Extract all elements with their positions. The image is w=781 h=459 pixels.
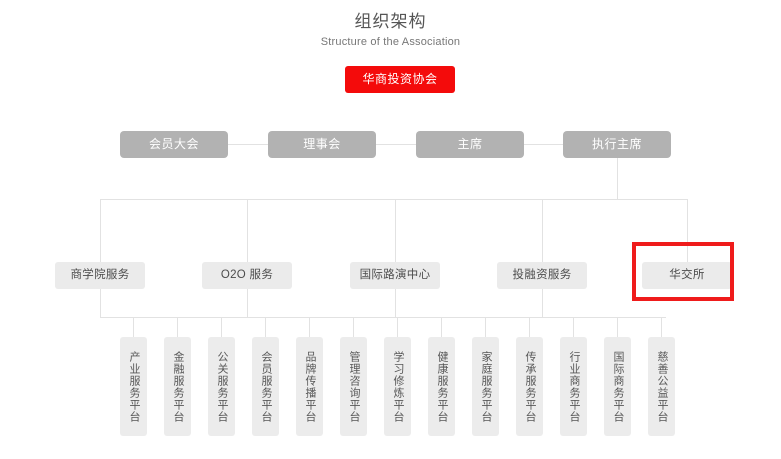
org-node-level2-2[interactable]: 主席 xyxy=(416,131,524,158)
connector-level4-drop-8 xyxy=(485,317,486,337)
org-node-level2-0[interactable]: 会员大会 xyxy=(120,131,228,158)
org-node-level3-2[interactable]: 国际路演中心 xyxy=(350,262,440,289)
connector-level3-drop-0 xyxy=(100,199,101,262)
org-node-level4-4[interactable]: 品牌传播平台 xyxy=(296,337,323,436)
org-node-level3-0[interactable]: 商学院服务 xyxy=(55,262,145,289)
page-title: 组织架构 xyxy=(354,12,427,31)
org-node-level4-7[interactable]: 健康服务平台 xyxy=(428,337,455,436)
connector-lvl2-0-1 xyxy=(228,144,268,145)
org-node-level2-1[interactable]: 理事会 xyxy=(268,131,376,158)
connector-level4-drop-5 xyxy=(353,317,354,337)
org-node-level4-5[interactable]: 管理咨询平台 xyxy=(340,337,367,436)
connector-level4-feed-2 xyxy=(395,289,396,317)
connector-lvl2-1-2 xyxy=(376,144,416,145)
org-node-level4-11[interactable]: 国际商务平台 xyxy=(604,337,631,436)
connector-level4-feed-0 xyxy=(100,289,101,317)
org-node-level4-9[interactable]: 传承服务平台 xyxy=(516,337,543,436)
connector-level4-drop-10 xyxy=(573,317,574,337)
connector-level4-drop-2 xyxy=(221,317,222,337)
org-node-level4-8[interactable]: 家庭服务平台 xyxy=(472,337,499,436)
org-node-level4-3[interactable]: 会员服务平台 xyxy=(252,337,279,436)
org-node-level3-3[interactable]: 投融资服务 xyxy=(497,262,587,289)
connector-level4-drop-4 xyxy=(309,317,310,337)
connector-level3-drop-3 xyxy=(542,199,543,262)
org-node-level4-6[interactable]: 学习修炼平台 xyxy=(384,337,411,436)
org-node-root[interactable]: 华商投资协会 xyxy=(345,66,455,93)
connector-level4-drop-0 xyxy=(133,317,134,337)
highlight-rectangle xyxy=(632,242,734,301)
connector-level3-drop-1 xyxy=(247,199,248,262)
connector-lvl2-2-3 xyxy=(524,144,563,145)
connector-level4-drop-6 xyxy=(397,317,398,337)
connector-level4-drop-11 xyxy=(617,317,618,337)
connector-level3-drop-4 xyxy=(687,199,688,262)
connector-level4-drop-3 xyxy=(265,317,266,337)
org-node-level4-0[interactable]: 产业服务平台 xyxy=(120,337,147,436)
org-node-level4-10[interactable]: 行业商务平台 xyxy=(560,337,587,436)
connector-level3-bus xyxy=(100,199,687,200)
connector-level4-drop-7 xyxy=(441,317,442,337)
org-node-level2-3[interactable]: 执行主席 xyxy=(563,131,671,158)
connector-level4-drop-12 xyxy=(661,317,662,337)
org-node-level3-4[interactable]: 华交所 xyxy=(642,262,732,289)
connector-level4-bus xyxy=(100,317,666,318)
connector-level4-drop-1 xyxy=(177,317,178,337)
org-node-level4-2[interactable]: 公关服务平台 xyxy=(208,337,235,436)
page-subtitle: Structure of the Association xyxy=(320,36,461,48)
connector-level4-feed-1 xyxy=(247,289,248,317)
connector-level3-drop-2 xyxy=(395,199,396,262)
connector-level4-drop-9 xyxy=(529,317,530,337)
connector-exec-chair-drop xyxy=(617,158,618,199)
connector-level4-feed-3 xyxy=(542,289,543,317)
org-node-level4-12[interactable]: 慈善公益平台 xyxy=(648,337,675,436)
org-node-level4-1[interactable]: 金融服务平台 xyxy=(164,337,191,436)
org-node-level3-1[interactable]: O2O 服务 xyxy=(202,262,292,289)
